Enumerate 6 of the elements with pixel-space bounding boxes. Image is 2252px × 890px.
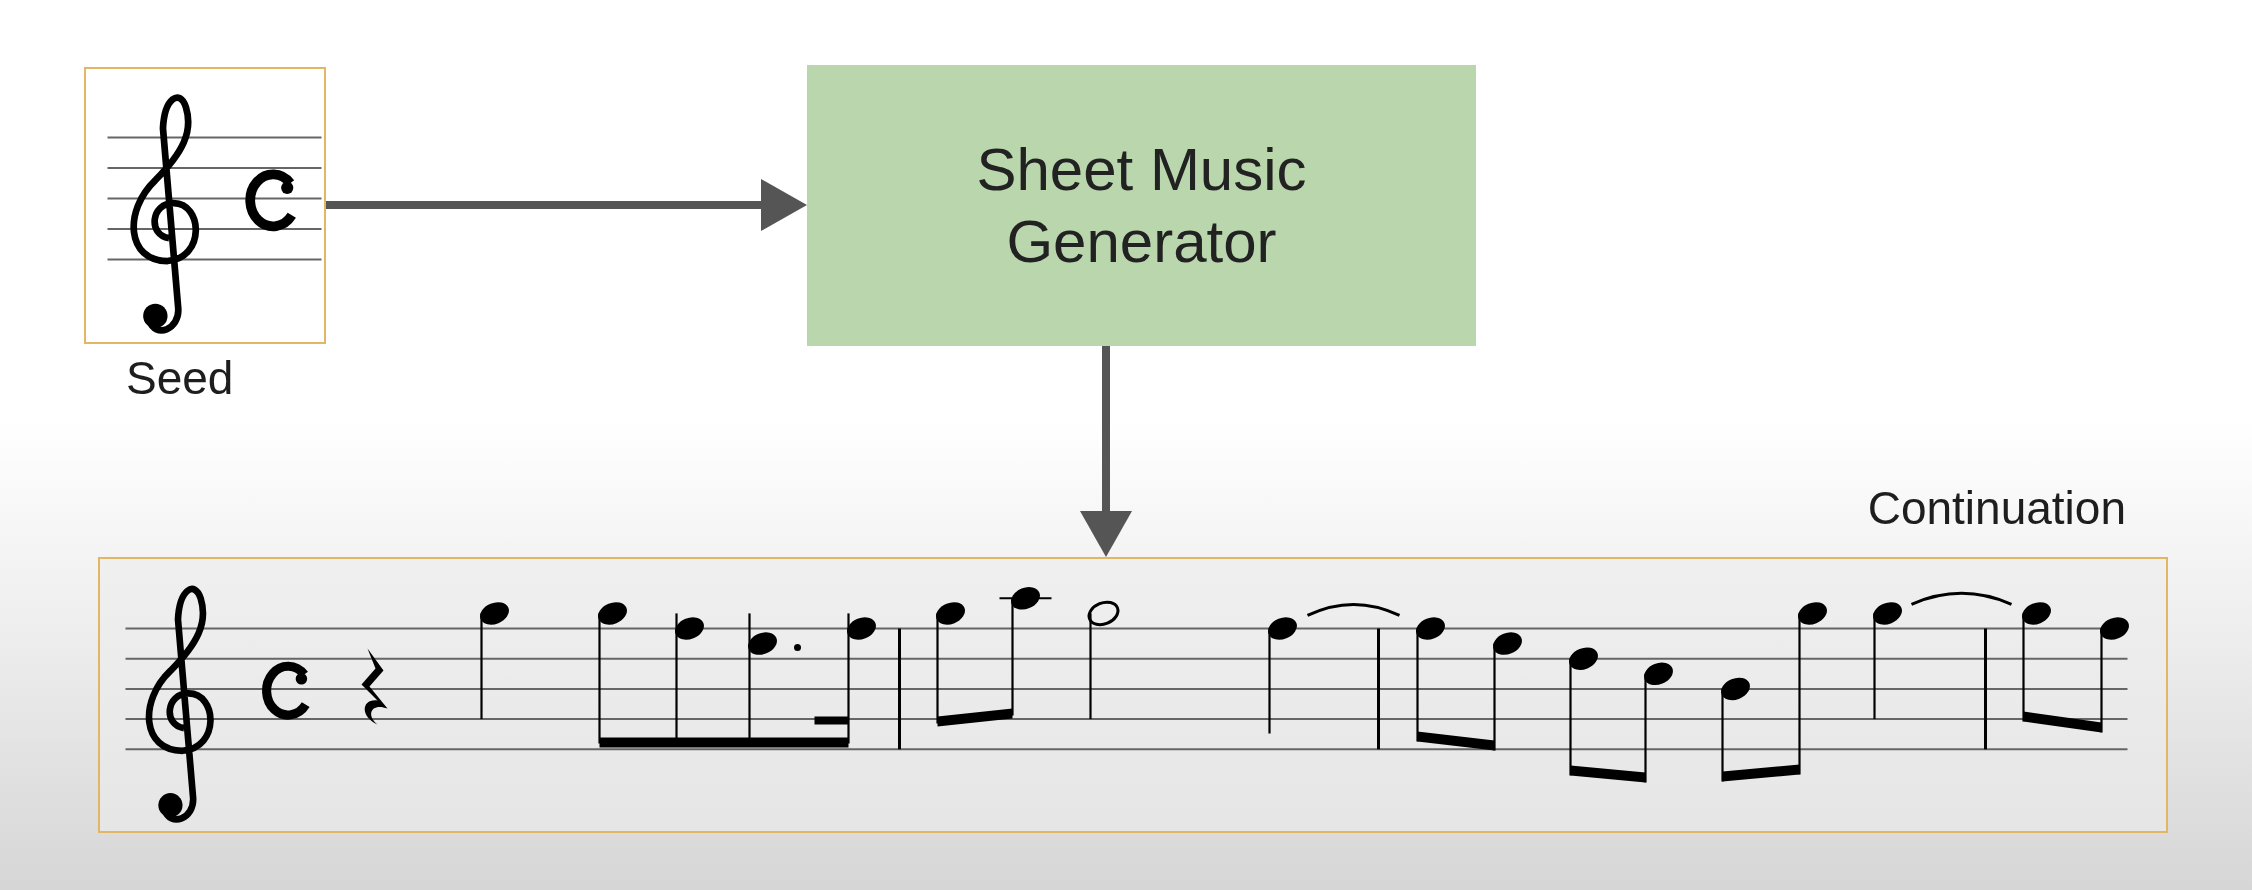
process-box	[807, 65, 1476, 346]
node-label: Seed	[126, 351, 234, 405]
node-label: Continuation	[1867, 481, 2126, 535]
node-label: Sheet Music Generator	[975, 134, 1308, 277]
arrow	[1080, 346, 1132, 557]
arrow	[326, 179, 807, 231]
